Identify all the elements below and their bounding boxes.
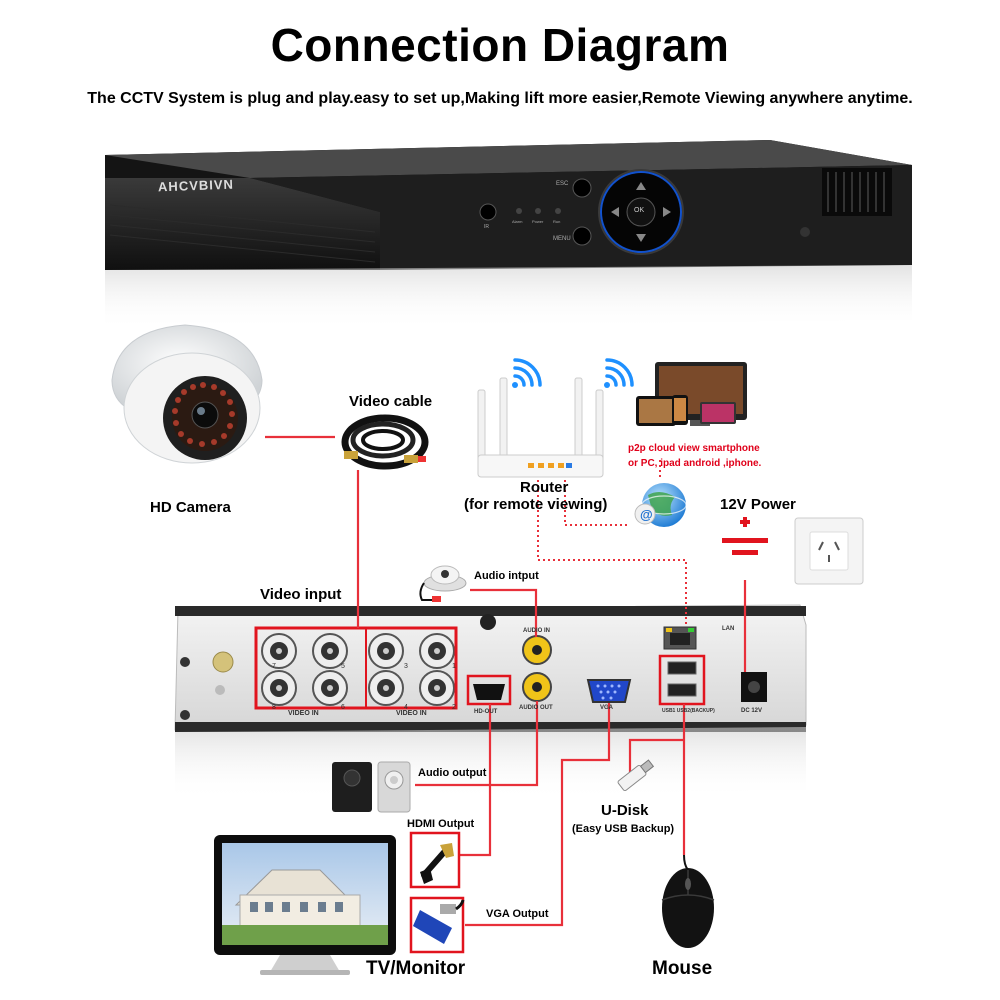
bnc-ports-right (368, 633, 455, 706)
speaker-icon (332, 761, 411, 813)
power-label: 12V Power (720, 496, 796, 513)
hdmi-output-label: HDMI Output (407, 818, 475, 830)
audio-out-label: AUDIO OUT (519, 705, 553, 711)
page-subtitle: The CCTV System is plug and play.easy to… (87, 90, 913, 107)
dvr-brand-logo: AHCVBIVN (157, 176, 235, 195)
video-input-label: Video input (260, 586, 342, 603)
vga-icon (409, 896, 465, 954)
udisk-note-label: (Easy USB Backup) (572, 823, 675, 835)
svg-text:5: 5 (341, 663, 345, 670)
led-power-label: Power (532, 219, 544, 224)
led-run-label: Run (553, 219, 561, 224)
usb-drive-icon (617, 759, 655, 792)
led-alarm-label: Alarm (512, 219, 523, 224)
mouse-label: Mouse (652, 958, 713, 979)
svg-text:2: 2 (452, 704, 456, 711)
dc-label: DC 12V (741, 708, 763, 714)
usb1-port (667, 661, 697, 675)
video-in-right-label: VIDEO IN (396, 710, 427, 717)
video-cable-label: Video cable (349, 393, 433, 410)
svg-text:@: @ (640, 507, 653, 522)
hdmi-port (473, 684, 505, 700)
svg-text:7: 7 (272, 663, 276, 670)
hdmi-icon (409, 831, 461, 889)
vga-label: VGA (600, 705, 614, 711)
ir-sensor-icon (479, 203, 497, 221)
camera-icon (111, 324, 263, 464)
udisk-label: U-Disk (601, 802, 649, 819)
esc-label: ESC (556, 181, 569, 187)
vga-output-label: VGA Output (486, 908, 549, 920)
cable-icon (341, 414, 429, 470)
p2p-note-line1: p2p cloud view smartphone (628, 443, 760, 454)
svg-text:4: 4 (404, 704, 408, 711)
router-note-label: (for remote viewing) (464, 496, 608, 513)
audio-in-label: AUDIO IN (523, 628, 550, 634)
hd-out-label: HD-OUT (474, 709, 498, 715)
svg-text:8: 8 (272, 704, 276, 711)
ok-button[interactable]: OK (634, 207, 645, 214)
tv-monitor-label: TV/Monitor (366, 958, 466, 979)
audio-input-label: Audio intput (474, 570, 539, 582)
network-links (537, 460, 687, 627)
globe-icon: @ (634, 483, 687, 527)
video-input-highlight (254, 626, 458, 710)
monitor-icon (214, 835, 396, 975)
lan-label: LAN (722, 626, 735, 632)
dvr-front-unit (105, 140, 912, 330)
wifi-icon (512, 358, 542, 388)
ir-label: IR (484, 224, 489, 230)
devices-icon (636, 362, 747, 426)
audio-output-label: Audio output (418, 767, 487, 779)
svg-text:3: 3 (404, 663, 408, 670)
usb2-port (667, 683, 697, 697)
router-label: Router (520, 479, 569, 496)
bnc-ports-left (261, 633, 348, 706)
video-in-left-label: VIDEO IN (288, 710, 319, 717)
microphone-icon (419, 565, 467, 602)
usb-label: USB1 USB2(BACKUP) (662, 708, 715, 714)
wifi-icon-2 (604, 358, 634, 388)
menu-label: MENU (553, 236, 571, 242)
svg-text:1: 1 (452, 663, 456, 670)
page-title: Connection Diagram (270, 19, 730, 71)
hd-camera-label: HD Camera (150, 499, 231, 516)
power-socket-icon (722, 517, 864, 585)
mouse-icon (661, 854, 715, 948)
connection-wires (265, 435, 747, 927)
svg-text:6: 6 (341, 704, 345, 711)
router-icon (477, 377, 604, 478)
p2p-note-line2: or PC, ipad android ,iphone. (628, 458, 762, 469)
